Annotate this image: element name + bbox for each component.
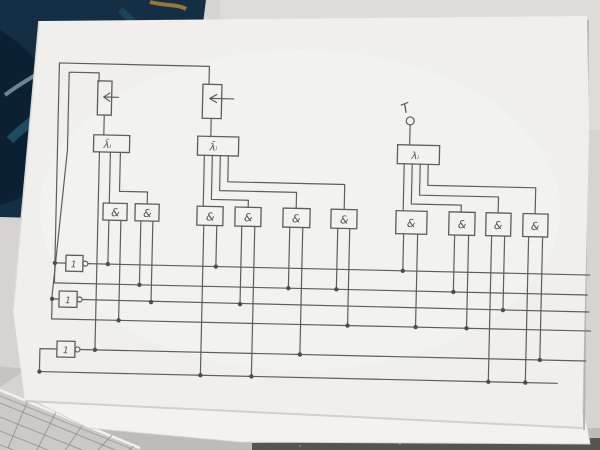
inverter-label: 1: [63, 346, 69, 356]
bus-line-6: [38, 370, 558, 384]
painting-gold-streak: [149, 0, 188, 11]
decoder-label: λ̄ᵢ: [208, 141, 217, 154]
svg-text:&: &: [143, 207, 152, 220]
decoder-1: λ̄ᵢ: [92, 134, 131, 154]
svg-text:&: &: [407, 217, 416, 230]
inverter-1: 1: [54, 254, 89, 273]
and-gate-3: &: [196, 205, 224, 227]
and-gates: & & & & & & & & & &: [102, 202, 549, 238]
inverter-2: 1: [51, 290, 83, 309]
svg-text:&: &: [292, 212, 301, 225]
and-gate-7: &: [394, 209, 428, 235]
and-gate-1: &: [102, 202, 128, 222]
bus-lines: [38, 263, 592, 384]
bus-line-5: [79, 348, 587, 362]
and-gate-4: &: [234, 206, 262, 228]
ruler-grid: [0, 399, 135, 450]
and-gate-5: &: [282, 207, 311, 229]
and-gate-10: &: [521, 212, 549, 238]
wire-feedback-outer: [53, 62, 210, 284]
decoder-box: [196, 135, 240, 157]
svg-text:&: &: [111, 206, 120, 219]
and-gate-6: &: [330, 208, 358, 230]
and-gate-2: &: [134, 203, 160, 222]
decoder-box: [396, 143, 441, 166]
shift-register-2: [201, 83, 235, 138]
speckle: [399, 443, 401, 445]
shift-register-1: [96, 80, 120, 136]
svg-text:&: &: [458, 218, 467, 231]
inverter-3: 1: [38, 340, 81, 373]
gate-bus-wires: [107, 219, 544, 384]
and-gate-8: &: [447, 211, 476, 237]
svg-text:&: &: [494, 219, 503, 232]
speckle: [299, 445, 301, 447]
circuit: T λ̄ᵢ λ̄ᵢ λᵢ: [37, 62, 592, 385]
decoder-2: λ̄ᵢ: [196, 135, 240, 157]
paper-sheet: [12, 16, 589, 429]
svg-text:&: &: [340, 213, 349, 226]
bus-line-1: [87, 263, 591, 276]
left-arrow-icon: [209, 93, 235, 104]
svg-text:&: &: [206, 210, 215, 223]
junction-dots: [37, 260, 543, 385]
bus-line-4: [51, 318, 592, 332]
decoder-3: λᵢ: [396, 143, 441, 166]
left-arrow-icon: [103, 92, 120, 102]
paper-bottom-shadow: [24, 400, 583, 429]
decoder-label: λᵢ: [410, 151, 419, 162]
ruler-edge-line: [0, 395, 133, 450]
decoder-label: λ̄ᵢ: [102, 138, 111, 151]
and-gate-9: &: [484, 212, 512, 237]
decoder-box: [92, 134, 131, 154]
paper-highlight: [40, 50, 560, 370]
inverter-label: 1: [65, 296, 71, 306]
svg-text:&: &: [244, 211, 253, 224]
paper-left-edge: [12, 20, 40, 311]
ruler-corner: [0, 366, 27, 387]
register-box: [201, 83, 223, 120]
bus-line-2: [53, 282, 588, 296]
decoder-output-wires: [94, 151, 537, 351]
inverter-label: 1: [71, 260, 77, 270]
svg-text:&: &: [531, 220, 540, 233]
